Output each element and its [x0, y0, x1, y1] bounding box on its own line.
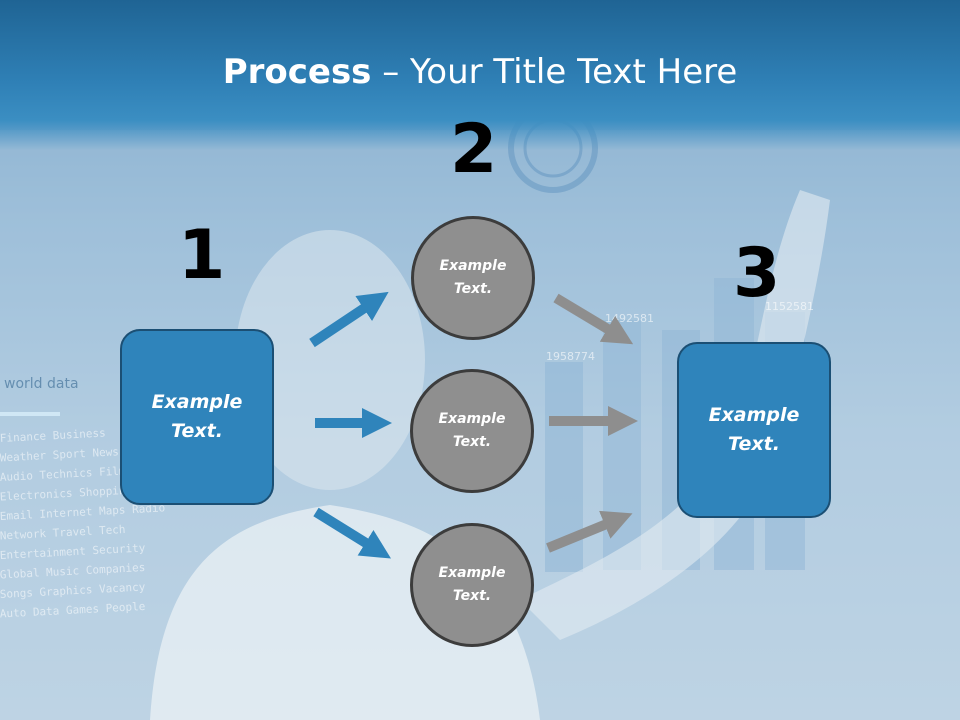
circle-bottom-line1: Example — [438, 565, 506, 581]
step-number-2: 2 — [450, 110, 498, 189]
bg-figure-1: 1958774 — [546, 350, 595, 363]
circle-middle-line2: Text. — [452, 434, 492, 450]
bg-text-line: Finance Business — [0, 426, 106, 445]
step-number-3: 3 — [733, 234, 781, 313]
bg-heading: world data — [4, 376, 79, 392]
circle-top-line1: Example — [439, 258, 507, 274]
step-1-text-line1: Example — [151, 391, 243, 413]
circle-middle-line1: Example — [438, 411, 506, 427]
bg-text-line: Weather Sport News — [0, 445, 119, 464]
blue-arrow-down — [313, 507, 391, 559]
title-bold: Process — [222, 52, 372, 92]
title-band — [0, 0, 960, 150]
gray-arrow-up — [546, 510, 633, 553]
step-3-text-line2: Text. — [728, 433, 780, 455]
slide-title: Process – Your Title Text Here — [0, 52, 960, 92]
bg-figure-3: 1152581 — [765, 300, 814, 313]
step-1-text-line2: Text. — [171, 420, 223, 442]
step-3-text-line1: Example — [708, 404, 800, 426]
blue-arrow-up — [309, 291, 389, 348]
circle-bottom-line2: Text. — [452, 588, 492, 604]
circle-top-line2: Text. — [453, 281, 493, 297]
title-rest: – Your Title Text Here — [371, 52, 738, 92]
gray-arrow-down — [553, 293, 634, 345]
step-number-1: 1 — [178, 216, 226, 295]
